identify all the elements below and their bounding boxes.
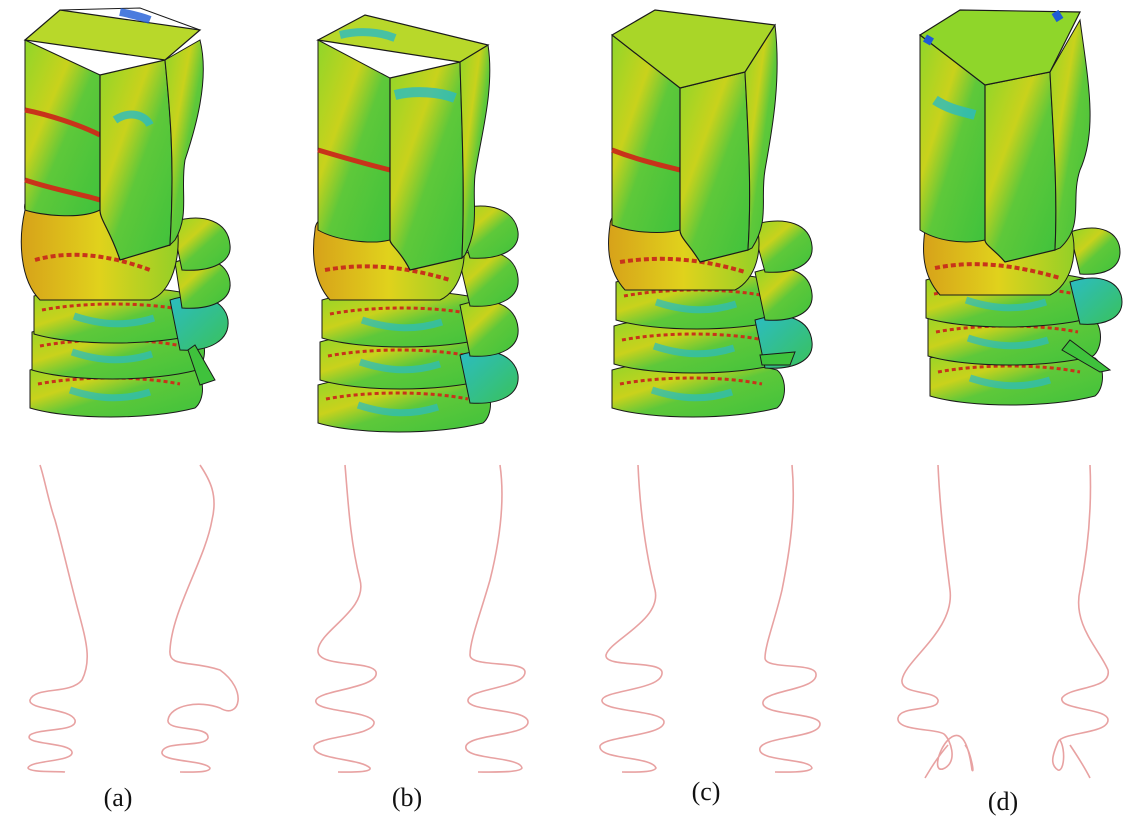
profile-curve-c	[599, 464, 821, 773]
panel-c: (c)	[599, 9, 821, 806]
panel-b-label: (b)	[392, 783, 422, 812]
panel-c-label: (c)	[692, 777, 721, 806]
panel-b: (b)	[313, 14, 529, 812]
panel-d-label: (d)	[988, 787, 1018, 816]
panel-a-label: (a)	[104, 783, 133, 812]
profile-curve-a	[27, 464, 239, 773]
panel-d: (d)	[897, 9, 1123, 816]
panel-a: (a)	[20, 7, 239, 812]
profile-curve-b	[313, 464, 529, 773]
crushed-tube-model-a	[20, 7, 231, 417]
profile-curve-d	[897, 464, 1109, 779]
crushed-tube-model-c	[608, 9, 813, 417]
crushed-tube-model-b	[313, 14, 519, 432]
crushed-tube-model-d	[918, 9, 1123, 405]
